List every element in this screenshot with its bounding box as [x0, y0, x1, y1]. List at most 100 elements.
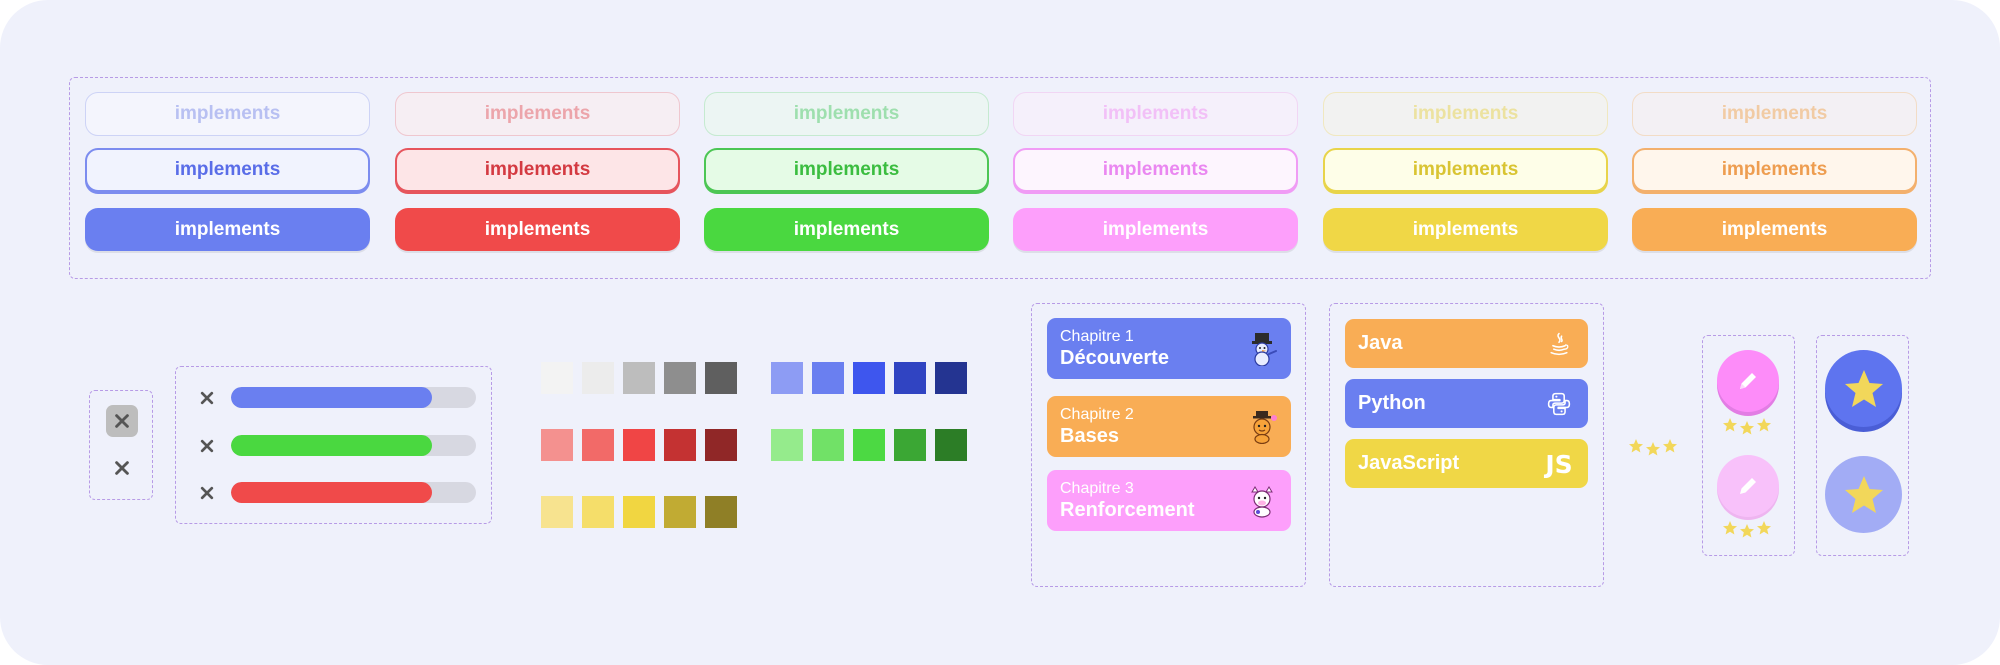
star-icon [1844, 369, 1883, 407]
pink-faded-button[interactable]: implements [1013, 92, 1298, 136]
blue-solid-button[interactable]: implements [85, 208, 370, 251]
language-label: Python [1358, 392, 1426, 414]
chapter-title: Découverte [1060, 347, 1169, 369]
color-swatch[interactable] [894, 429, 926, 461]
pencil-buttons-panel [1702, 335, 1795, 556]
python-icon [1544, 389, 1574, 419]
color-swatch[interactable] [623, 496, 655, 528]
progress-track [231, 482, 476, 503]
color-swatch[interactable] [582, 362, 614, 394]
chapter-subtitle: Chapitre 3 [1060, 480, 1134, 497]
chapter-title: Bases [1060, 425, 1119, 447]
close-icon [115, 461, 129, 475]
star-icon [1646, 442, 1660, 456]
color-swatch[interactable] [771, 429, 803, 461]
color-swatch[interactable] [705, 429, 737, 461]
language-button-java[interactable]: Java [1345, 319, 1588, 368]
color-swatch[interactable] [541, 496, 573, 528]
star-rating [1628, 438, 1678, 457]
color-swatch[interactable] [582, 496, 614, 528]
progress-close-button[interactable] [195, 434, 219, 458]
red-outline-button[interactable]: implements [395, 148, 680, 192]
star-icon [1844, 475, 1883, 513]
chapter-card-3[interactable]: Chapitre 3 Renforcement [1047, 470, 1291, 531]
tiger-mascot-icon [1253, 411, 1277, 444]
chapter-title: Renforcement [1060, 499, 1195, 521]
color-swatch[interactable] [541, 429, 573, 461]
star-buttons-panel [1816, 335, 1909, 556]
language-label: JavaScript [1358, 452, 1460, 474]
green-solid-button[interactable]: implements [704, 208, 989, 251]
close-icon [115, 414, 129, 428]
progress-close-button[interactable] [195, 386, 219, 410]
color-swatch[interactable] [664, 496, 696, 528]
languages-panel [1329, 303, 1604, 587]
color-swatch[interactable] [582, 429, 614, 461]
orange-faded-button[interactable]: implements [1632, 92, 1917, 136]
progress-close-button[interactable] [195, 481, 219, 505]
blue-faded-button[interactable]: implements [85, 92, 370, 136]
color-swatch[interactable] [705, 362, 737, 394]
button-variants-panel [69, 77, 1931, 279]
progress-fill [231, 435, 432, 456]
star-icon [1723, 521, 1737, 535]
color-swatch[interactable] [853, 429, 885, 461]
chapter-card-2[interactable]: Chapitre 2 Bases [1047, 396, 1291, 457]
close-icon [200, 439, 214, 453]
color-swatch[interactable] [623, 362, 655, 394]
pink-outline-button[interactable]: implements [1013, 148, 1298, 192]
color-swatch[interactable] [812, 429, 844, 461]
star-button-active[interactable] [1825, 350, 1902, 427]
color-swatch[interactable] [664, 362, 696, 394]
orange-outline-button[interactable]: implements [1632, 148, 1917, 192]
edit-button-inactive[interactable] [1717, 455, 1779, 517]
star-rating [1722, 520, 1772, 539]
js-icon: JS [1545, 449, 1573, 479]
edit-button-active[interactable] [1717, 350, 1779, 412]
color-swatch[interactable] [853, 362, 885, 394]
orange-solid-button[interactable]: implements [1632, 208, 1917, 251]
color-swatch[interactable] [705, 496, 737, 528]
chapter-subtitle: Chapitre 1 [1060, 328, 1134, 345]
close-icons-panel [89, 390, 153, 500]
star-icon [1757, 418, 1771, 432]
pink-solid-button[interactable]: implements [1013, 208, 1298, 251]
progress-track [231, 387, 476, 408]
star-icon [1740, 421, 1754, 435]
yellow-faded-button[interactable]: implements [1323, 92, 1608, 136]
red-solid-button[interactable]: implements [395, 208, 680, 251]
star-icon [1757, 521, 1771, 535]
progress-bars-panel [175, 366, 492, 524]
star-rating [1722, 417, 1772, 436]
java-icon [1544, 329, 1574, 359]
color-swatch[interactable] [664, 429, 696, 461]
color-swatch[interactable] [541, 362, 573, 394]
star-button-inactive[interactable] [1825, 456, 1902, 533]
green-outline-button[interactable]: implements [704, 148, 989, 192]
snowman-mascot-icon [1252, 333, 1277, 366]
close-icon [200, 391, 214, 405]
language-button-javascript[interactable]: JavaScript JS [1345, 439, 1588, 488]
close-icon-active[interactable] [106, 405, 138, 437]
color-swatch[interactable] [935, 362, 967, 394]
pencil-icon [1740, 478, 1756, 494]
progress-track [231, 435, 476, 456]
color-swatch[interactable] [771, 362, 803, 394]
red-faded-button[interactable]: implements [395, 92, 680, 136]
blue-outline-button[interactable]: implements [85, 148, 370, 192]
yellow-outline-button[interactable]: implements [1323, 148, 1608, 192]
star-icon [1629, 439, 1643, 453]
progress-fill [231, 387, 432, 408]
chapter-subtitle: Chapitre 2 [1060, 406, 1134, 423]
progress-fill [231, 482, 432, 503]
yellow-solid-button[interactable]: implements [1323, 208, 1608, 251]
chapter-card-1[interactable]: Chapitre 1 Découverte [1047, 318, 1291, 379]
color-swatch[interactable] [894, 362, 926, 394]
color-swatch[interactable] [935, 429, 967, 461]
color-swatch[interactable] [623, 429, 655, 461]
green-faded-button[interactable]: implements [704, 92, 989, 136]
language-button-python[interactable]: Python [1345, 379, 1588, 428]
color-swatch[interactable] [812, 362, 844, 394]
close-icon-plain[interactable] [106, 452, 138, 484]
